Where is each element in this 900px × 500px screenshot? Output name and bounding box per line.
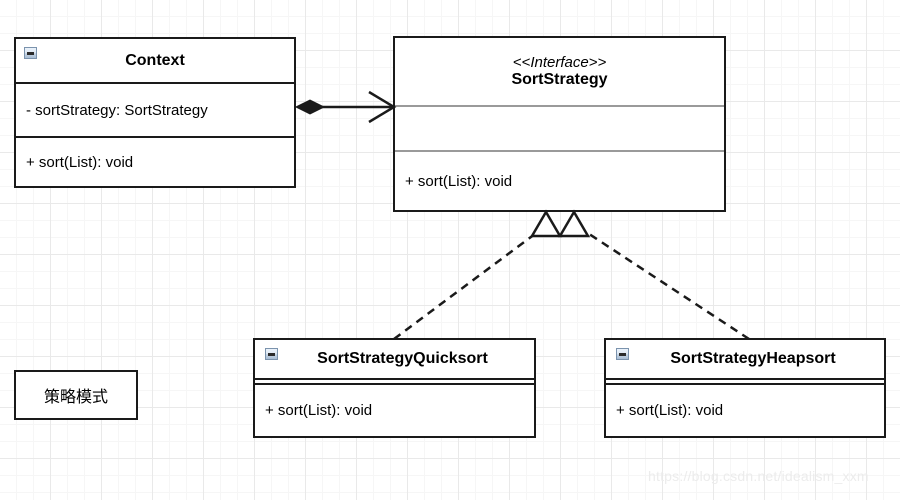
sort-strategy-methods-compartment: + sort(List): void [395,150,724,210]
class-box-context[interactable]: Context - sortStrategy: SortStrategy + s… [14,37,296,188]
sort-strategy-class-name: SortStrategy [511,71,608,88]
sort-strategy-stereotype: <<Interface>> [512,54,607,71]
relationship-realization-heapsort [557,209,750,341]
heapsort-method-0: + sort(List): void [616,402,724,419]
context-method-0: + sort(List): void [26,153,134,171]
heapsort-title-compartment: SortStrategyHeapsort [606,340,884,378]
quicksort-attributes-compartment [255,378,534,383]
realization-line-heapsort [579,226,750,341]
context-attribute-0: - sortStrategy: SortStrategy [26,101,208,119]
context-attributes-compartment: - sortStrategy: SortStrategy [16,82,294,136]
heapsort-methods-compartment: + sort(List): void [606,383,884,436]
pattern-label-box: 策略模式 [14,370,138,420]
minus-box-icon[interactable] [265,348,278,360]
class-box-quicksort[interactable]: SortStrategyQuicksort + sort(List): void [253,338,536,438]
open-arrow-icon [368,90,397,124]
minus-box-icon[interactable] [24,47,37,59]
minus-box-icon[interactable] [616,348,629,360]
watermark-text: https://blog.csdn.net/idealism_xxm [648,468,869,484]
class-box-heapsort[interactable]: SortStrategyHeapsort + sort(List): void [604,338,886,438]
heapsort-class-name: SortStrategyHeapsort [670,350,836,367]
pattern-label-text: 策略模式 [43,389,108,406]
context-class-name: Context [125,51,185,69]
sort-strategy-method-0: + sort(List): void [405,172,513,190]
quicksort-class-name: SortStrategyQuicksort [317,350,488,367]
realization-line-quicksort [393,226,544,341]
quicksort-method-0: + sort(List): void [265,402,373,419]
context-methods-compartment: + sort(List): void [16,136,294,186]
quicksort-methods-compartment: + sort(List): void [255,383,534,436]
filled-diamond-icon [294,99,326,115]
sort-strategy-title-compartment: <<Interface>> SortStrategy [395,38,724,105]
relationship-realization-quicksort [393,209,563,341]
relationship-composition [294,90,397,124]
quicksort-title-compartment: SortStrategyQuicksort [255,340,534,378]
context-title-compartment: Context [16,39,294,82]
heapsort-attributes-compartment [606,378,884,383]
sort-strategy-attributes-compartment [395,105,724,150]
hollow-triangle-icon [557,209,591,238]
hollow-triangle-icon [529,209,563,238]
class-box-sort-strategy[interactable]: <<Interface>> SortStrategy + sort(List):… [393,36,726,212]
